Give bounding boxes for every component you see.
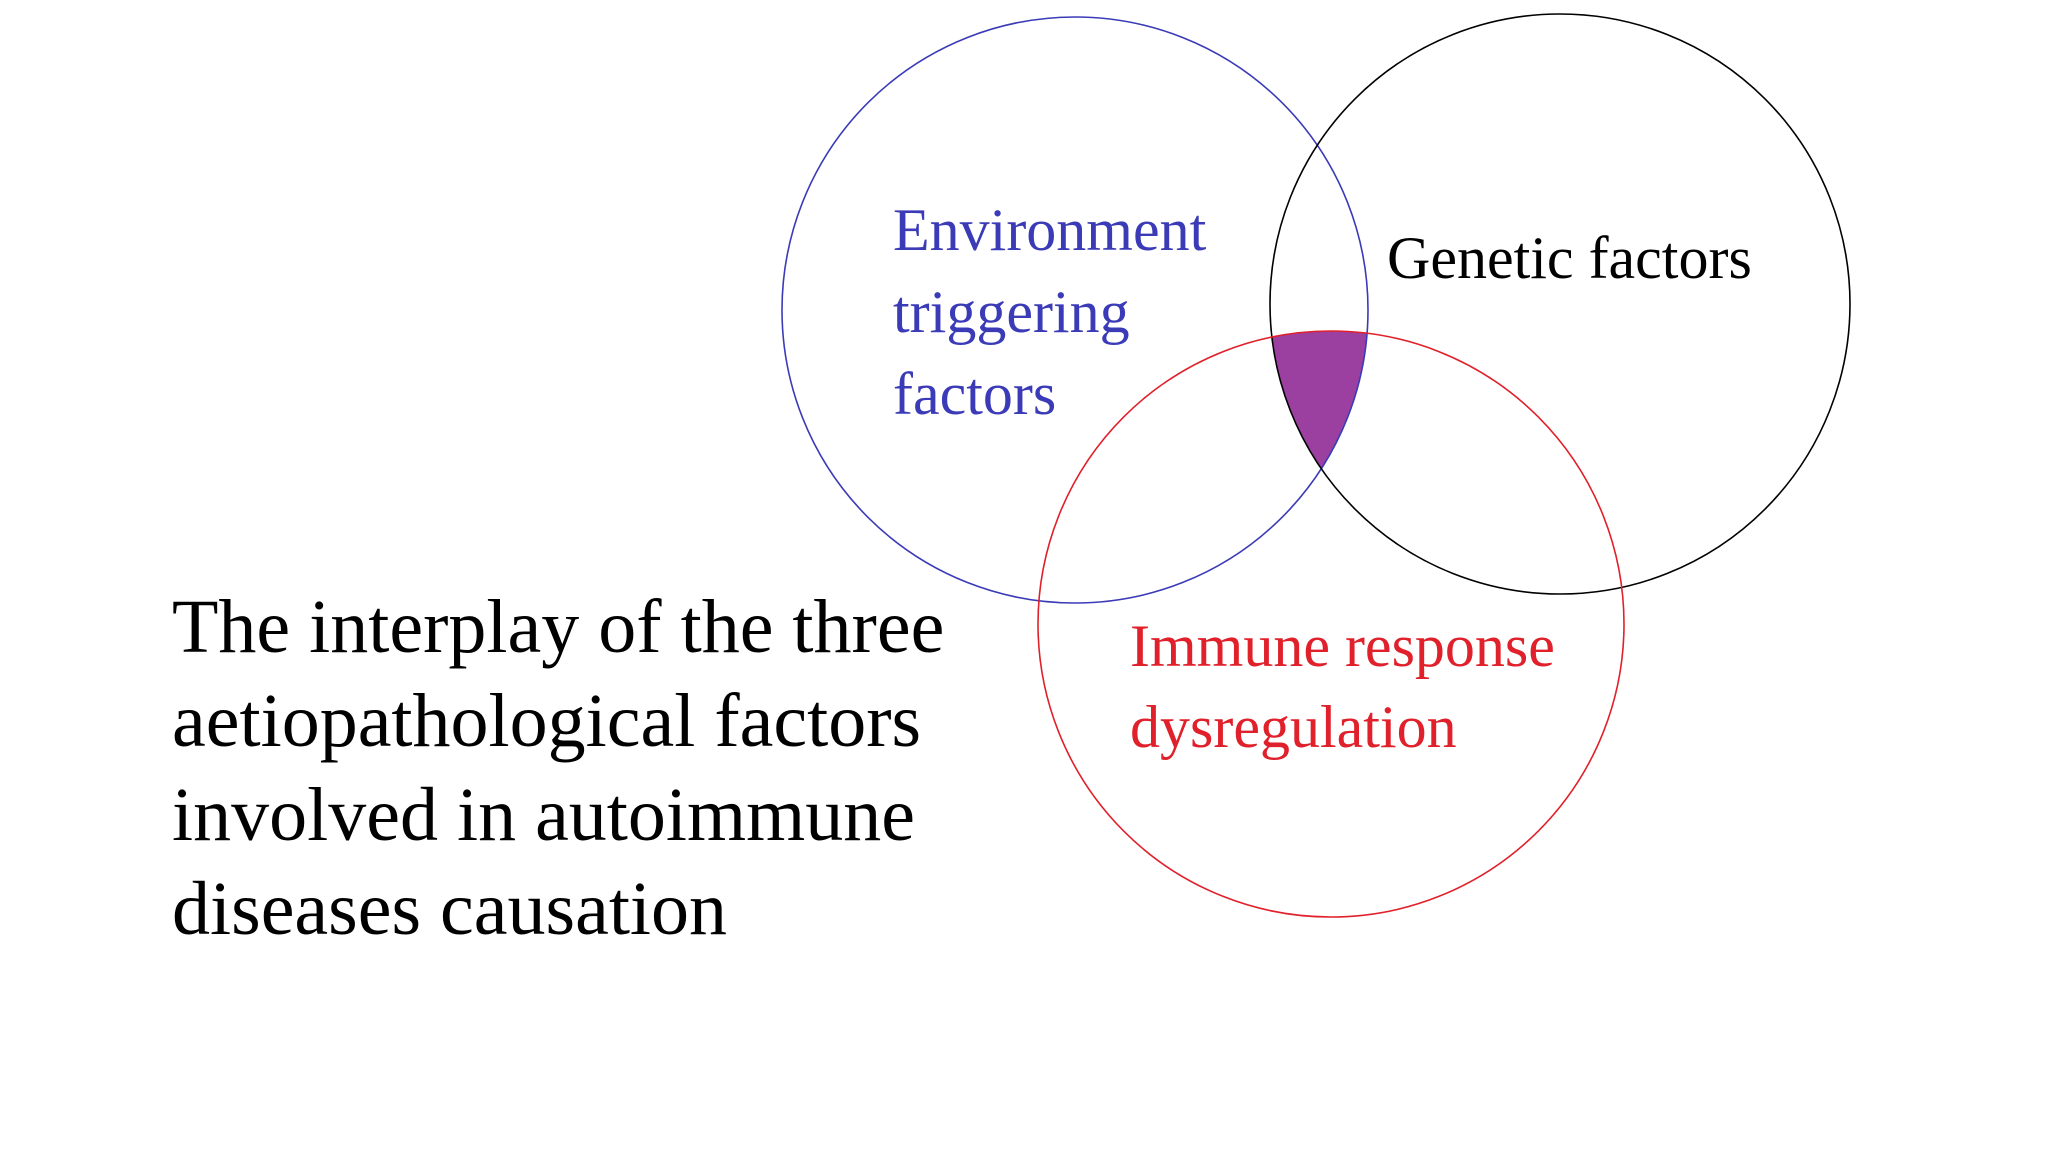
immune-label-line: Immune response bbox=[1130, 613, 1555, 679]
genetic-circle bbox=[1269, 13, 1851, 595]
caption-line: involved in autoimmune bbox=[172, 773, 916, 857]
caption: The interplay of the three aetiopatholog… bbox=[172, 580, 1052, 956]
genetic-label: Genetic factors bbox=[1387, 225, 1752, 291]
genetic-label-line: Genetic factors bbox=[1387, 225, 1752, 291]
caption-line: The interplay of the three bbox=[172, 585, 945, 669]
environment-label-line: Environment bbox=[893, 197, 1207, 263]
environment-label-line: factors bbox=[893, 361, 1056, 427]
caption-line: diseases causation bbox=[172, 867, 728, 951]
immune-label-line: dysregulation bbox=[1130, 694, 1457, 760]
environment-label: Environment triggering factors bbox=[893, 197, 1221, 427]
immune-circle bbox=[1037, 330, 1625, 918]
immune-label: Immune response dysregulation bbox=[1130, 613, 1570, 760]
caption-line: aetiopathological factors bbox=[172, 679, 922, 763]
environment-label-line: triggering bbox=[893, 279, 1130, 345]
environment-circle bbox=[781, 16, 1369, 604]
